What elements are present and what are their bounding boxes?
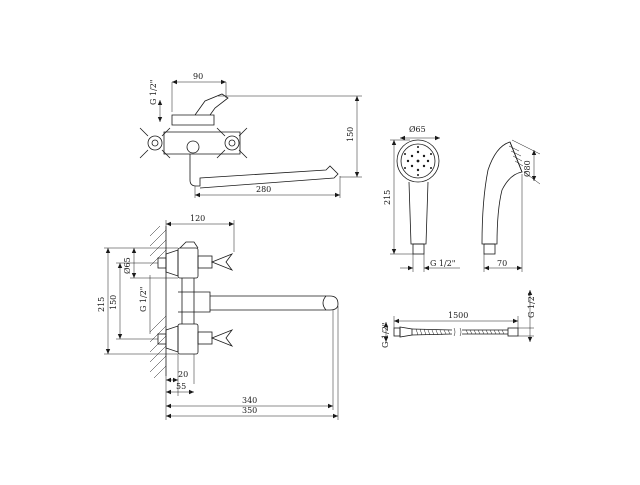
dim-top-thread: G 1/2" bbox=[149, 80, 158, 106]
hose-break bbox=[453, 327, 462, 337]
upper-valve-cap bbox=[179, 241, 199, 249]
ext-line bbox=[511, 139, 541, 155]
shower-side-fitting bbox=[483, 243, 496, 255]
shower-handle bbox=[408, 181, 429, 245]
hose-body-left bbox=[411, 328, 453, 336]
lower-handle-cross bbox=[210, 329, 234, 347]
dim-front-spout-340: 340 bbox=[242, 396, 257, 405]
shower-head-inner bbox=[400, 143, 436, 179]
upper-eccentric bbox=[165, 249, 179, 277]
hose-coils-right bbox=[465, 329, 505, 335]
dim-front-diameter: Ø65 bbox=[123, 257, 132, 274]
left-handle-arms bbox=[139, 127, 171, 159]
left-handle-hub bbox=[147, 135, 163, 151]
hose-left-fitting bbox=[393, 327, 401, 337]
front-view-mixer: 120 Ø65 215 150 bbox=[97, 214, 339, 420]
dim-hose-thread-left: G 1/2" bbox=[381, 323, 390, 349]
dim-front-thread: G 1/2" bbox=[139, 287, 148, 313]
dim-front-offset-20: 20 bbox=[178, 370, 188, 379]
wall-hatching bbox=[149, 225, 167, 379]
right-handle-hub bbox=[224, 135, 240, 151]
hose-left-cone bbox=[399, 326, 413, 338]
hose-body-right bbox=[462, 329, 508, 335]
dim-hose-thread-right: G 1/2" bbox=[527, 293, 536, 319]
spout-front-view bbox=[210, 295, 339, 311]
shower-side-nozzles bbox=[508, 145, 524, 167]
right-handle-cap bbox=[228, 139, 236, 147]
left-handle-cap bbox=[151, 139, 159, 147]
top-view-mixer: 90 G 1/2" 150 280 bbox=[139, 72, 362, 198]
lower-valve-spindle bbox=[197, 331, 213, 345]
shower-thread-fitting bbox=[412, 243, 425, 255]
upper-inlet-thread bbox=[157, 257, 167, 269]
shower-hose: 1500 G 1/2" G 1/2" bbox=[381, 290, 536, 348]
dim-top-spout: 280 bbox=[256, 185, 271, 194]
dim-front-spout-350: 350 bbox=[242, 406, 257, 415]
right-handle-arms bbox=[216, 127, 248, 159]
upper-valve-body bbox=[177, 247, 199, 279]
dim-head-diameter: Ø65 bbox=[409, 125, 426, 134]
diverter-lever bbox=[194, 93, 229, 116]
dim-front-height-inner: 150 bbox=[109, 295, 118, 310]
dim-front-offset-55: 55 bbox=[176, 382, 186, 391]
diverter-block bbox=[178, 291, 211, 313]
mixer-column bbox=[181, 278, 195, 324]
dim-head-length: 215 bbox=[383, 190, 392, 205]
spout-top-view bbox=[189, 154, 339, 189]
dim-top-width: 90 bbox=[193, 72, 203, 81]
spout-aerator bbox=[322, 295, 327, 311]
dim-front-width: 120 bbox=[190, 214, 205, 223]
dim-side-diameter: Ø80 bbox=[523, 160, 532, 177]
hose-right-fitting bbox=[507, 327, 519, 337]
shower-head-outer bbox=[396, 139, 440, 183]
shower-nozzles bbox=[404, 146, 432, 176]
shower-head-side: Ø80 70 bbox=[481, 139, 541, 272]
shower-side-face bbox=[509, 141, 523, 173]
mixer-top-bar bbox=[171, 114, 215, 126]
dim-top-height: 150 bbox=[346, 127, 355, 142]
upper-handle-cross bbox=[210, 253, 234, 271]
lower-eccentric bbox=[165, 325, 179, 353]
shower-head-front: Ø65 215 G 1/2" bbox=[383, 125, 460, 272]
upper-valve-spindle bbox=[197, 255, 213, 269]
dim-head-thread: G 1/2" bbox=[430, 259, 456, 268]
lower-valve-body bbox=[177, 323, 199, 355]
dim-hose-length: 1500 bbox=[448, 311, 468, 320]
center-connector bbox=[186, 140, 200, 154]
hose-coils-left bbox=[415, 328, 451, 336]
dim-front-height-outer: 215 bbox=[97, 297, 106, 312]
mixer-body bbox=[163, 131, 241, 155]
dim-side-depth: 70 bbox=[497, 259, 507, 268]
